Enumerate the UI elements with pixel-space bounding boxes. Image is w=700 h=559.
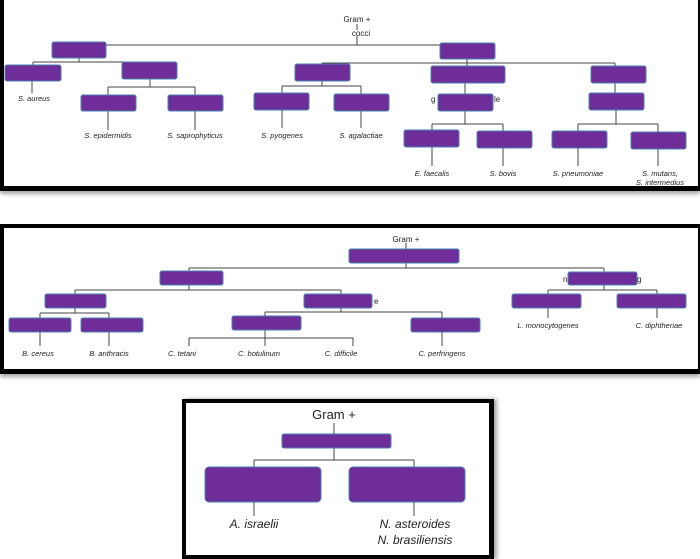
node-box xyxy=(80,317,144,333)
node-box xyxy=(303,293,373,309)
partial-text: e xyxy=(374,297,379,306)
node-box xyxy=(551,130,608,149)
partial-text: le xyxy=(494,95,501,104)
node-box xyxy=(630,131,687,150)
leaf-label: B. anthracis xyxy=(89,349,129,358)
leaf-label: S. epidermidis xyxy=(84,131,132,140)
node-box xyxy=(231,315,302,331)
node-box xyxy=(4,64,62,82)
node-box xyxy=(159,270,224,286)
connector-lines xyxy=(253,423,415,516)
node-box xyxy=(439,42,496,60)
node-box xyxy=(430,65,506,84)
connector-lines xyxy=(31,24,659,166)
node-box xyxy=(616,293,687,309)
partial-text: g xyxy=(431,95,435,104)
node-box xyxy=(253,92,310,111)
leaf-label: S. intermedius xyxy=(636,178,684,187)
node-box xyxy=(348,466,466,503)
connector-lines xyxy=(39,243,658,346)
node-box xyxy=(511,293,582,309)
leaf-label: C. botulinum xyxy=(238,349,280,358)
node-box xyxy=(410,317,481,333)
diagram-gram-positive-cocci: Gram + cocci g le S. aureus S. epidermid… xyxy=(4,15,687,187)
leaf-label: L. monocytogenes xyxy=(517,321,579,330)
node-box xyxy=(567,271,638,286)
node-box xyxy=(80,94,137,112)
leaf-label: B. cereus xyxy=(22,349,54,358)
root-label-sub: cocci xyxy=(352,29,370,38)
leaf-label: C. tetani xyxy=(168,349,196,358)
node-box xyxy=(294,63,351,82)
node-box xyxy=(204,466,322,503)
leaf-label: E. faecalis xyxy=(415,169,450,178)
leaf-label: S. pyogenes xyxy=(261,131,303,140)
diagram-gram-positive-bacilli: Gram + e n g B. cereus B. anthracis C. t… xyxy=(8,235,687,358)
leaf-label: N. brasiliensis xyxy=(378,533,453,547)
leaf-label: N. asteroides xyxy=(380,517,451,531)
leaf-label: S. saprophyticus xyxy=(167,131,223,140)
node-box xyxy=(348,248,460,264)
node-box xyxy=(121,61,178,80)
node-box xyxy=(51,41,107,59)
leaf-label: C. diphtheriae xyxy=(636,321,683,330)
partial-text: n xyxy=(563,275,567,284)
leaf-label: S. aureus xyxy=(18,94,50,103)
node-box xyxy=(44,293,107,309)
leaf-label: A. israelii xyxy=(229,517,279,531)
root-label: Gram + xyxy=(344,15,371,24)
node-box xyxy=(281,433,392,449)
root-label: Gram + xyxy=(312,407,356,422)
node-box xyxy=(8,317,72,333)
node-box xyxy=(333,93,390,112)
node-box xyxy=(476,130,533,149)
leaf-label: C. perfringens xyxy=(418,349,465,358)
leaf-label: S. mutans, xyxy=(642,169,678,178)
node-box xyxy=(590,65,647,84)
leaf-label: S. pneumoniae xyxy=(553,169,603,178)
partial-text: g xyxy=(637,275,641,284)
leaf-label: S. bovis xyxy=(490,169,517,178)
node-box xyxy=(588,92,645,111)
node-box xyxy=(403,129,460,148)
leaf-label: C. difficile xyxy=(325,349,358,358)
leaf-label: S. agalactiae xyxy=(339,131,382,140)
node-box xyxy=(437,93,494,112)
root-label: Gram + xyxy=(393,235,420,244)
node-box xyxy=(167,94,224,112)
